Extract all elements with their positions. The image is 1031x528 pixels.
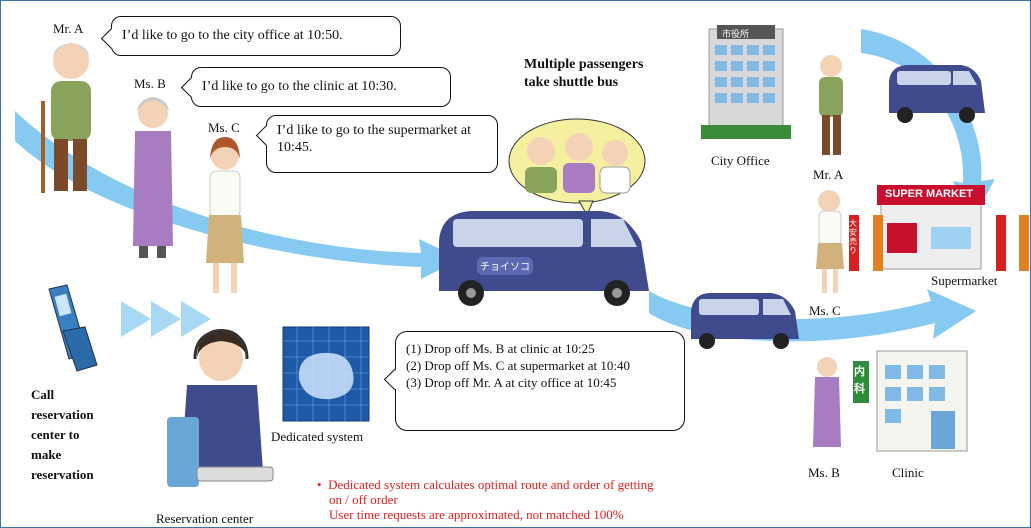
clinic-sign: 内科 [854, 365, 865, 395]
route-step-3: (3) Drop off Mr. A at city office at 10:… [406, 375, 617, 390]
mr-a-label: Mr. A [53, 21, 84, 36]
shuttle-bus-main: チョイソコ [439, 211, 649, 306]
shuttle-caption-line1: Multiple passengers [524, 57, 644, 72]
city-office-label: City Office [711, 153, 770, 168]
note-line-2: on / off order [329, 492, 398, 507]
note-bullet: • [317, 477, 329, 492]
reservation-center-label: Reservation center [156, 511, 254, 526]
ms-c-figure [206, 137, 244, 293]
ms-b-speech-bubble: I’d like to go to the clinic at 10:30. [191, 67, 451, 107]
call-text-line5: reservation [31, 467, 94, 482]
call-text-line1: Call [31, 387, 55, 402]
route-plan-bubble: (1) Drop off Ms. B at clinic at 10:25 (2… [395, 331, 685, 431]
route-step-2: (2) Drop off Ms. C at supermarket at 10:… [406, 358, 630, 373]
flow-arrow-left [15, 111, 461, 279]
shuttle-caption-line2: take shuttle bus [524, 75, 619, 90]
ms-b-right-figure [813, 357, 841, 447]
ms-b-label: Ms. B [134, 76, 166, 91]
flip-phone-icon [48, 284, 98, 372]
shuttle-bus-top [889, 65, 985, 123]
ms-c-right-figure [816, 190, 844, 293]
dedicated-system-label: Dedicated system [271, 429, 364, 444]
supermarket-label: Supermarket [931, 273, 998, 288]
call-text-line3: center to [31, 427, 80, 442]
passengers-group-bubble [508, 118, 646, 217]
ms-c-speech-text: I’d like to go to the supermarket at 10:… [277, 123, 471, 155]
supermarket-sign: SUPER MARKET [885, 188, 974, 200]
dedicated-system-icon [282, 326, 370, 422]
mr-a-right-figure [819, 55, 843, 155]
city-office-sign: 市役所 [722, 30, 750, 40]
ms-b-figure [133, 97, 173, 258]
call-text-line2: reservation [31, 407, 94, 422]
ms-b-right-label: Ms. B [808, 465, 840, 480]
flow-arrow-dots [121, 301, 211, 337]
mr-a-figure [41, 43, 91, 193]
route-step-1: (1) Drop off Ms. B at clinic at 10:25 [406, 341, 595, 356]
shuttle-bus-small [691, 293, 799, 349]
supermarket-building [849, 185, 1029, 271]
system-note: • Dedicated system calculates optimal ro… [317, 477, 654, 522]
mr-a-right-label: Mr. A [813, 167, 844, 182]
sale-banner-text: 大安売り [849, 219, 857, 255]
clinic-label: Clinic [892, 465, 924, 480]
mr-a-speech-bubble: I’d like to go to the city office at 10:… [111, 16, 401, 56]
clinic-building [853, 350, 968, 452]
bus-logo-text: チョイソコ [480, 261, 530, 273]
ms-b-speech-text: I’d like to go to the clinic at 10:30. [202, 79, 397, 94]
reservation-operator-figure [167, 329, 274, 487]
note-line-3: User time requests are approximated, not… [329, 507, 624, 522]
ms-c-right-label: Ms. C [809, 303, 841, 318]
ms-c-label: Ms. C [208, 120, 240, 135]
city-office-building [701, 25, 791, 139]
mr-a-speech-text: I’d like to go to the city office at 10:… [122, 28, 343, 43]
call-text-line4: make [31, 447, 62, 462]
note-line-1: Dedicated system calculates optimal rout… [328, 477, 654, 492]
ms-c-speech-bubble: I’d like to go to the supermarket at 10:… [266, 115, 498, 173]
